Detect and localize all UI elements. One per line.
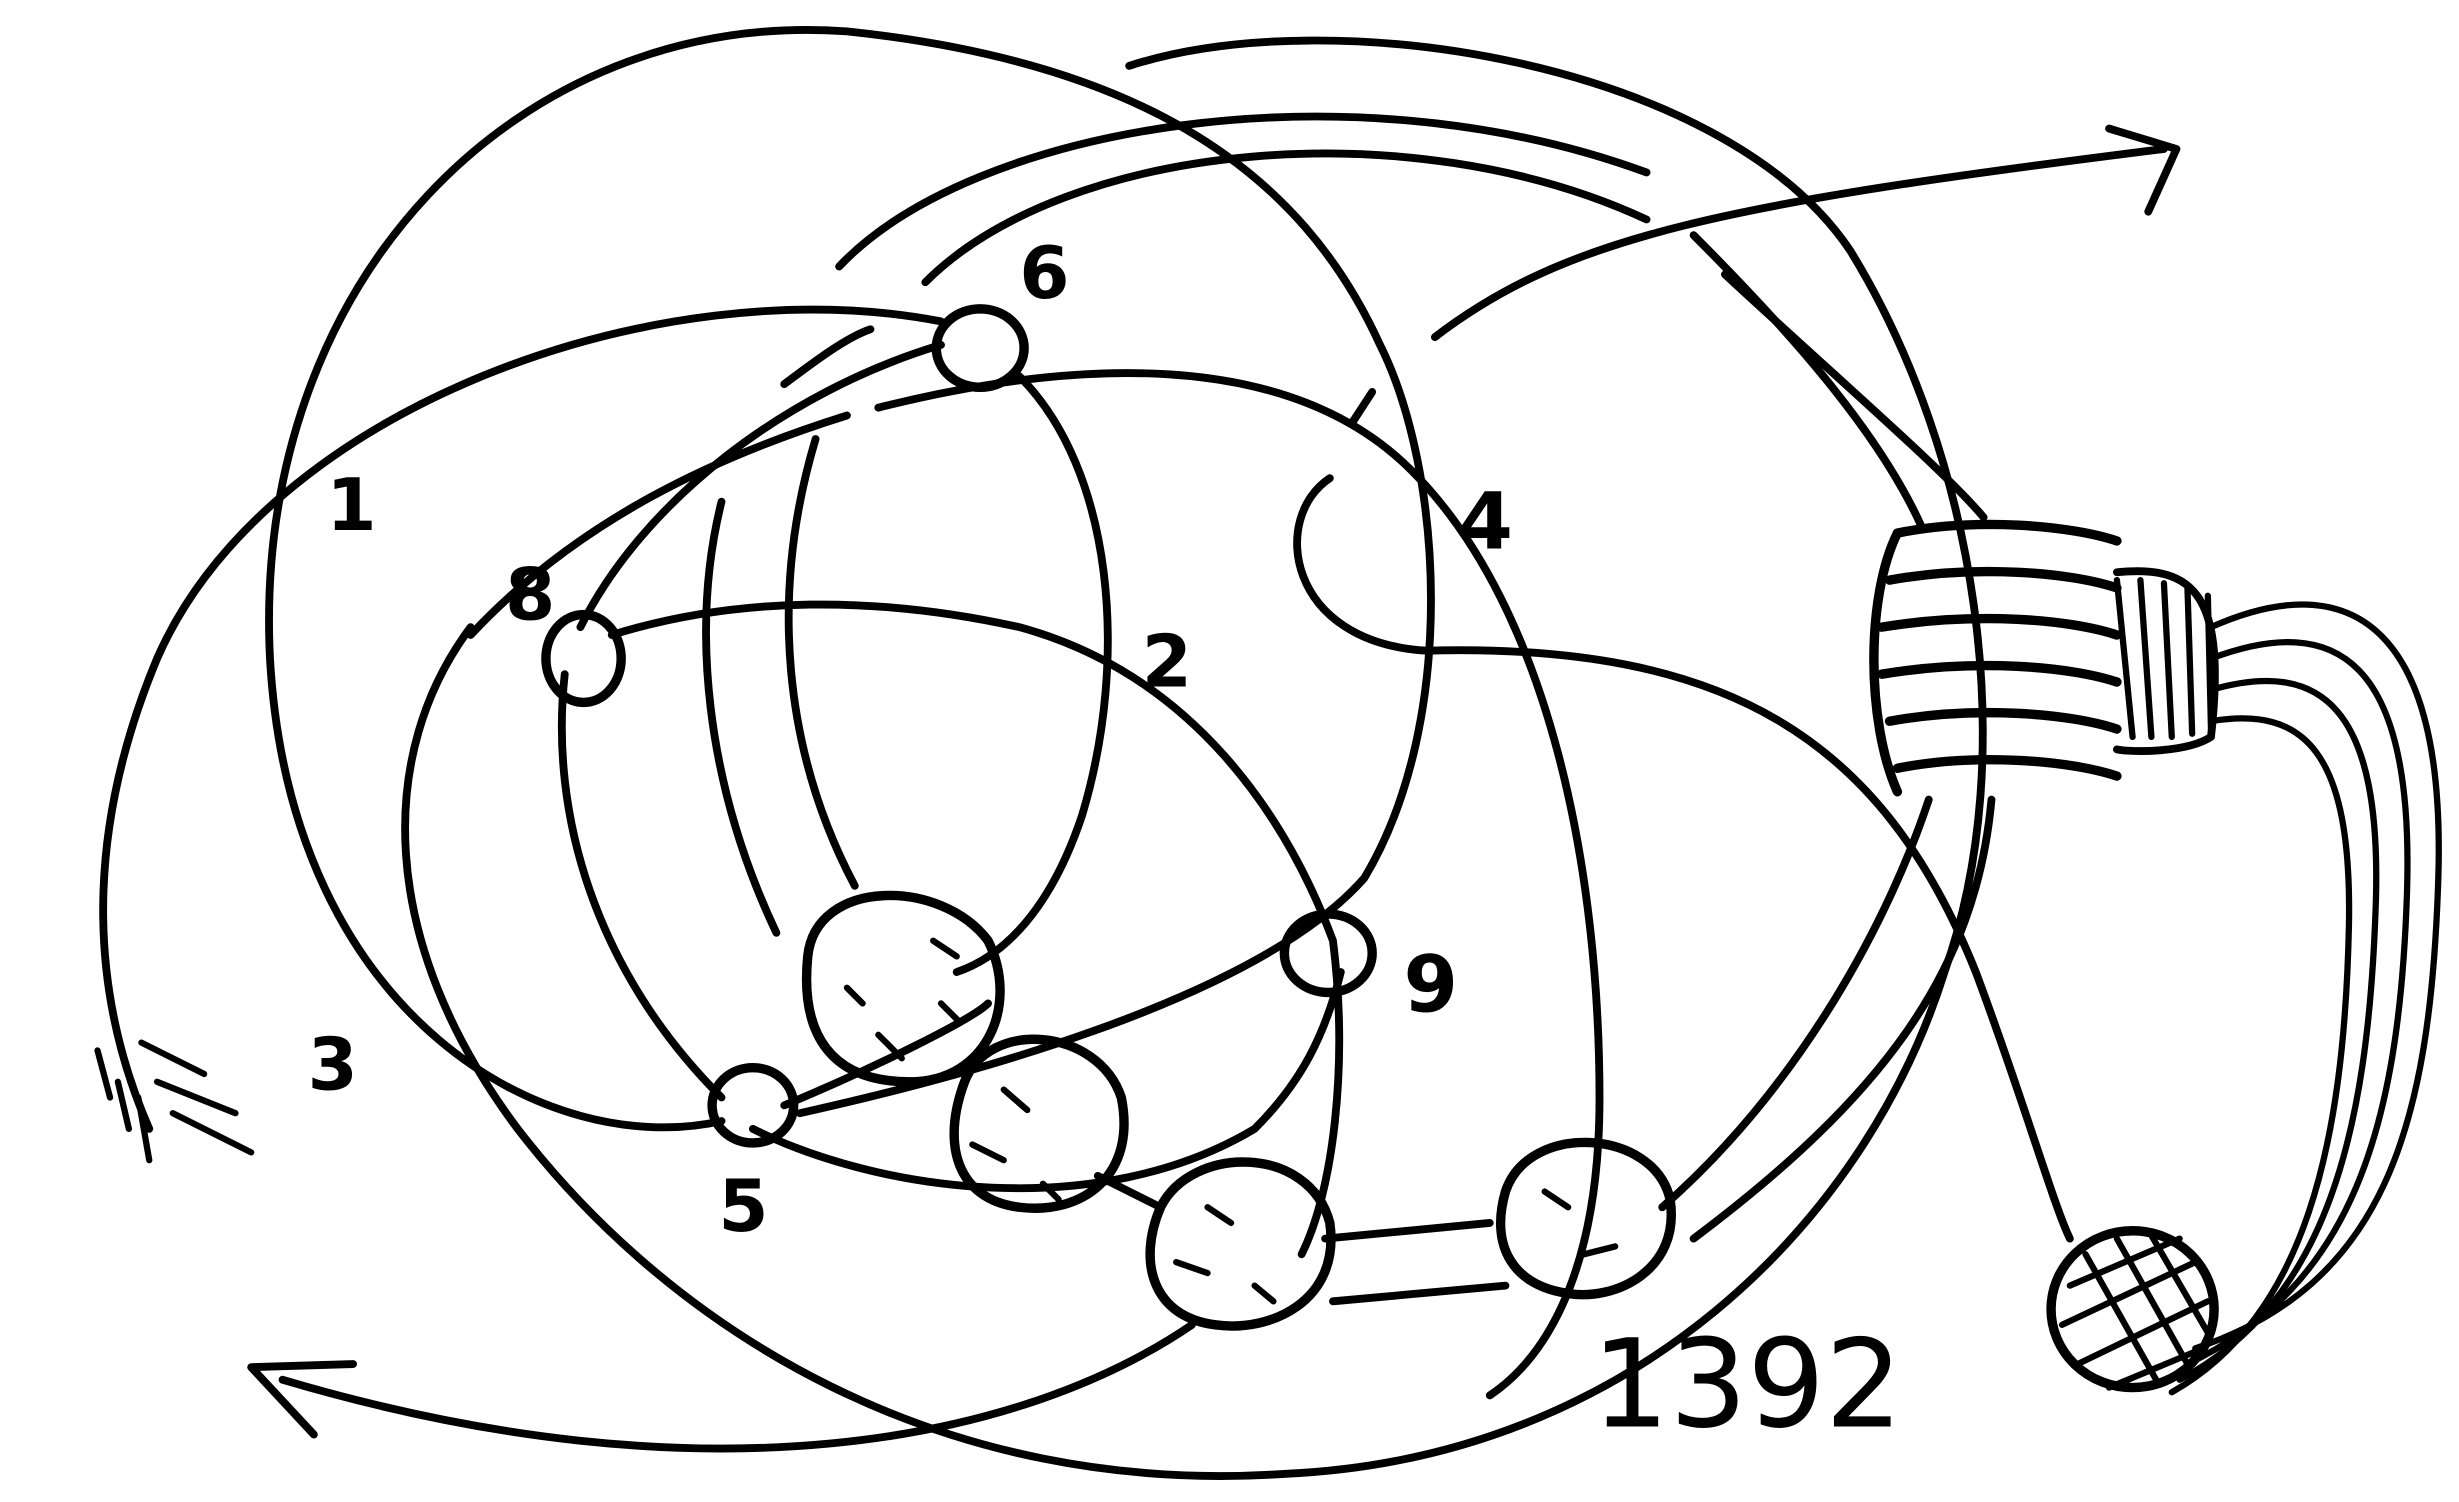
label-3: 3 xyxy=(308,1024,358,1108)
rope-end-top-arrow xyxy=(1435,149,2164,337)
label-1: 1 xyxy=(326,464,376,548)
rope-end-left-arc xyxy=(103,310,941,1129)
rope-whipping xyxy=(1874,525,2215,792)
rope-band-outer xyxy=(839,117,1921,526)
label-5: 5 xyxy=(718,1165,768,1249)
ring-6 xyxy=(936,309,1024,387)
rope-tail-strands xyxy=(2172,605,2439,1393)
rope-loop-inner-six xyxy=(580,345,1107,972)
rope-loop-lower xyxy=(753,972,1341,1188)
label-8: 8 xyxy=(505,553,555,637)
rope-loop-inner-eight xyxy=(562,605,1339,1255)
rope-tick-near-4 xyxy=(1352,392,1372,423)
rope-strand-inner-b xyxy=(706,502,776,933)
rope-loop-large-left xyxy=(269,30,1431,1127)
label-4: 4 xyxy=(1458,477,1513,568)
rope-end-bottom-arrow xyxy=(283,1325,1192,1449)
rope-band-bottom-outer xyxy=(1662,800,1929,1208)
tassel-knot xyxy=(2051,1231,2214,1388)
label-2: 2 xyxy=(1142,621,1192,705)
rope-loop-large-right xyxy=(405,41,1983,1477)
rope-strand-inner-a xyxy=(789,439,855,886)
rope-band-inner xyxy=(925,154,1983,518)
label-9: 9 xyxy=(1404,939,1459,1030)
rope-hook-loop xyxy=(1297,478,2070,1238)
label-6: 6 xyxy=(1019,232,1069,316)
arrow-head-top-right xyxy=(2109,129,2176,212)
bead-2 xyxy=(954,1039,1124,1208)
catalog-number: 1392 xyxy=(1592,1313,1903,1456)
arrow-head-bottom-left xyxy=(251,1364,353,1435)
